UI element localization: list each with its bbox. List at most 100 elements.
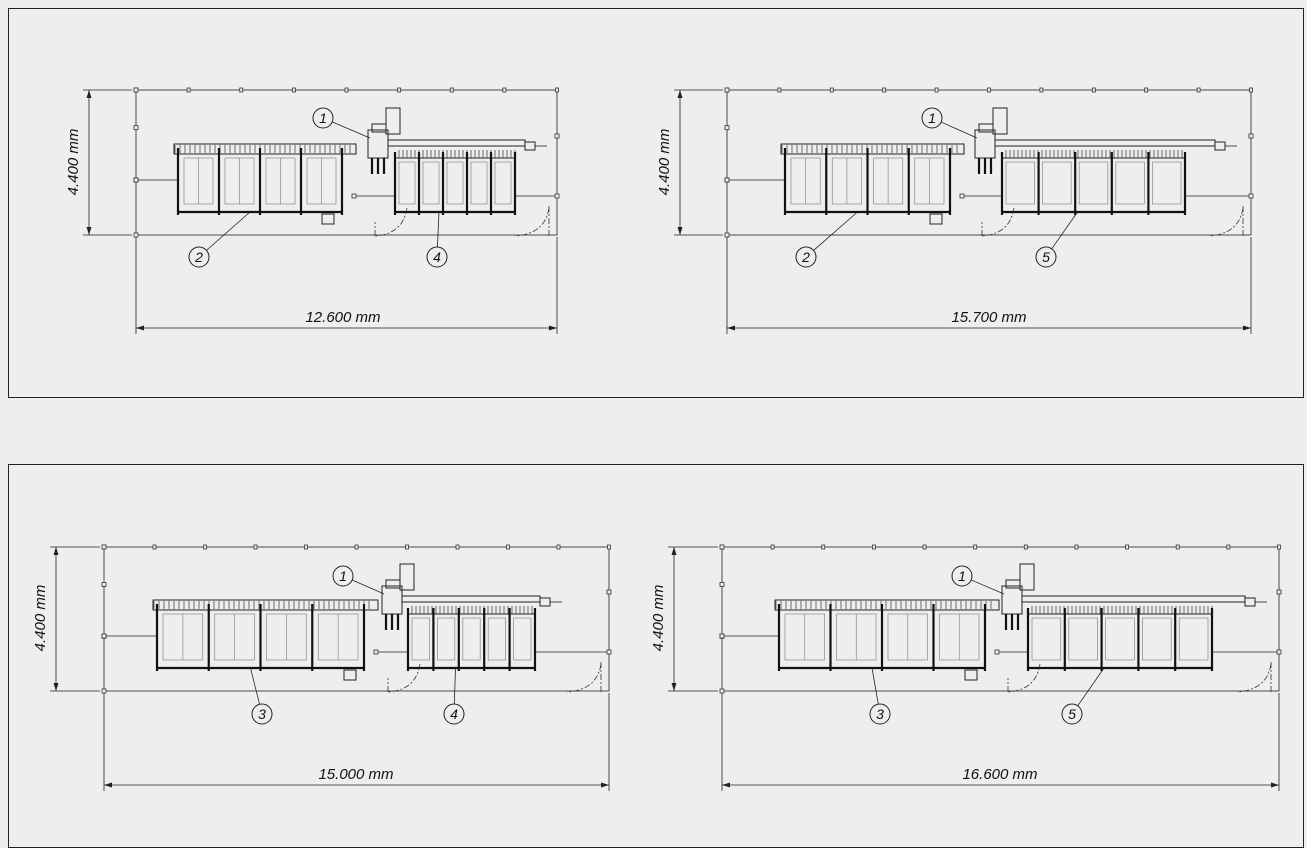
svg-text:5: 5 (1042, 249, 1050, 265)
fence-post (882, 87, 887, 93)
fence-post (1125, 544, 1129, 550)
callout-left: 2 (795, 246, 817, 268)
fence-post (152, 544, 157, 550)
callout-leader (813, 211, 858, 251)
svg-text:1: 1 (339, 568, 347, 584)
svg-text:1: 1 (319, 110, 327, 126)
dimension-arrow (677, 227, 683, 235)
width-dimension-label: 15.700 mm (951, 309, 1026, 326)
dimension-arrow (671, 547, 677, 555)
dimension-arrow (1271, 782, 1279, 788)
fence-post (455, 544, 460, 550)
fence-post (1248, 133, 1254, 139)
drain-box (964, 669, 978, 681)
dimension-arrow (136, 325, 144, 331)
robot-control-box (399, 563, 415, 591)
tank-compartment (422, 161, 440, 205)
fence-post (101, 688, 107, 694)
height-dimension-label: 4.400 mm (656, 129, 673, 196)
callout-leader (940, 121, 978, 139)
layout-plan-3: 1 3 4 15.000 mm 4.400 mm (32, 544, 612, 791)
fence-post (973, 544, 978, 550)
fence-outline (721, 546, 1280, 692)
fence-post (777, 87, 782, 93)
width-dimension-label: 12.600 mm (305, 309, 380, 326)
fence-post (239, 87, 244, 93)
fence-post (1175, 544, 1180, 550)
tank-compartment (398, 161, 416, 205)
callout-leader (971, 579, 1005, 595)
robot-top (385, 579, 401, 589)
fence-post (556, 544, 561, 550)
fence-post (1249, 87, 1253, 93)
tank-compartment (494, 161, 512, 205)
svg-text:4: 4 (450, 706, 458, 722)
fence-post (872, 544, 876, 550)
door-swing-right (514, 207, 550, 237)
fence-post (373, 649, 379, 655)
height-dimension-label: 4.400 mm (65, 129, 82, 196)
dimension-arrow (671, 683, 677, 691)
tank-compartment (1142, 617, 1172, 661)
tank-compartment (446, 161, 464, 205)
callout-leader (1051, 211, 1078, 250)
dimension-arrow (722, 782, 730, 788)
fence-post (253, 544, 258, 550)
fence-post (555, 87, 559, 93)
fence-post (987, 87, 991, 93)
fence-post (186, 87, 191, 93)
fence-post (291, 87, 296, 93)
fence-post (719, 633, 725, 639)
fence-post (405, 544, 409, 550)
tank-compartment (470, 161, 488, 205)
svg-text:5: 5 (1068, 706, 1076, 722)
bottom-panel-frame (8, 464, 1304, 848)
robot-top (1005, 579, 1021, 589)
fence-post (133, 87, 139, 93)
door-swing-left (387, 663, 421, 693)
callout-right: 4 (426, 246, 448, 268)
tank-compartment (1042, 161, 1072, 205)
callout-right: 4 (443, 703, 465, 725)
tank-compartment (1005, 161, 1035, 205)
callout-main: 1 (921, 107, 943, 129)
fence-post (101, 582, 107, 587)
fence-post (719, 688, 725, 694)
callout-leader (453, 667, 456, 705)
tank-compartment (1068, 617, 1098, 661)
fence-post (922, 544, 927, 550)
fence-post (133, 125, 139, 131)
fence-post (1276, 649, 1282, 655)
callout-leader (206, 211, 251, 251)
dimension-arrow (601, 782, 609, 788)
door-swing-left (374, 207, 408, 237)
door-swing-left (981, 207, 1015, 237)
callout-left: 3 (251, 703, 273, 725)
svg-text:1: 1 (928, 110, 936, 126)
width-dimension-label: 15.000 mm (318, 766, 393, 783)
fence-post (606, 649, 612, 655)
fence-post (304, 544, 308, 550)
tank-compartment (1115, 161, 1145, 205)
fence-post (719, 544, 725, 550)
svg-text:3: 3 (876, 706, 884, 722)
callout-leader (871, 667, 879, 705)
fence-post (829, 87, 834, 93)
fence-post (994, 649, 1000, 655)
dimension-arrow (104, 782, 112, 788)
tank-compartment (411, 617, 430, 661)
fence-post (959, 193, 965, 199)
tank-compartment (437, 617, 456, 661)
drain-box (929, 213, 943, 225)
fence-post (1144, 87, 1149, 93)
dimension-arrow (86, 90, 92, 98)
dimension-arrow (1243, 325, 1251, 331)
tank-compartment (1031, 617, 1062, 661)
door-swing-left (1007, 663, 1041, 693)
layout-plan-2: 1 2 5 15.700 mm 4.400 mm (656, 87, 1254, 334)
callout-left: 3 (869, 703, 891, 725)
fence-post (502, 87, 507, 93)
height-dimension-label: 4.400 mm (32, 585, 49, 652)
fence-post (1277, 544, 1281, 550)
